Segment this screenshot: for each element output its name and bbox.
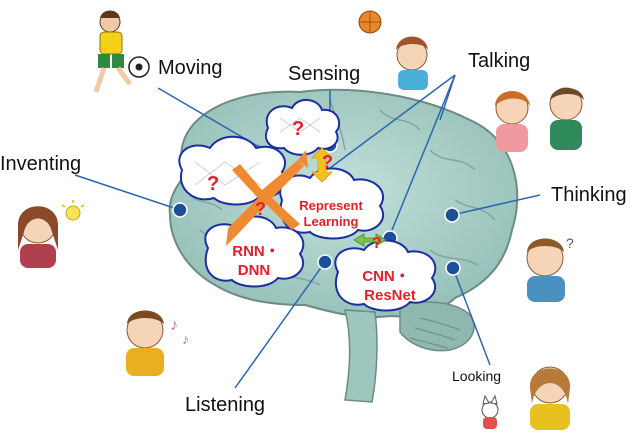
question-mark-sensing: ? <box>322 152 333 172</box>
line-inventing <box>74 174 181 211</box>
inventing-girl-icon <box>18 200 85 268</box>
line-thinking <box>451 194 541 216</box>
line-talking-3 <box>439 74 456 121</box>
cat-icon <box>481 394 499 429</box>
cloud-rnn: RNN・ DNN <box>204 215 305 288</box>
node-dot-listening <box>317 254 333 270</box>
label-looking: Looking <box>452 368 501 384</box>
cloud-cnn-label: CNN・ <box>362 268 410 285</box>
label-inventing: Inventing <box>0 153 81 175</box>
cloud-cnn: CNN・ ResNet <box>334 239 437 312</box>
question-mark-center: ? <box>255 199 266 219</box>
label-sensing: Sensing <box>288 63 360 85</box>
cloud-learning-label: Learning <box>304 214 359 229</box>
node-dot-thinking <box>444 207 460 223</box>
basketball-girl-icon <box>358 10 428 90</box>
brain-cerebellum <box>399 301 475 352</box>
label-moving: Moving <box>158 57 222 79</box>
cloud-left-question: ? <box>207 173 219 195</box>
cross-arrow <box>226 150 308 246</box>
cloud-represent-label: Represent <box>299 198 363 213</box>
line-talking-1 <box>329 74 456 169</box>
line-looking <box>452 267 491 366</box>
arrow-yellow <box>311 147 333 183</box>
question-mark-talking: ? <box>372 235 382 252</box>
label-talking: Talking <box>468 50 530 72</box>
line-listening <box>234 261 326 389</box>
arrow-green <box>353 233 387 247</box>
label-thinking: Thinking <box>551 184 627 206</box>
brain-stem <box>344 309 378 403</box>
line-talking-2 <box>389 74 456 236</box>
cloud-dnn-label: DNN <box>238 262 271 279</box>
cloud-resnet-label: ResNet <box>364 287 416 304</box>
talking-people-icon <box>495 87 584 152</box>
cloud-rnn-label: RNN・ <box>232 243 280 260</box>
listening-boy-icon: ♪ ♪ <box>126 310 189 376</box>
svg-text:♪: ♪ <box>182 331 189 347</box>
looking-girl-icon <box>529 366 571 430</box>
label-listening: Listening <box>185 394 265 416</box>
svg-text:?: ? <box>566 235 574 251</box>
cloud-top: ? <box>265 99 341 156</box>
soccer-player-icon <box>93 10 150 93</box>
node-dot-inventing <box>172 202 188 218</box>
thinking-boy-icon: ? <box>526 235 574 302</box>
svg-text:♪: ♪ <box>170 317 178 334</box>
line-moving <box>157 87 279 159</box>
cloud-top-question: ? <box>292 118 304 140</box>
cloud-represent: Represent Learning <box>279 167 385 240</box>
node-dot-looking <box>445 260 461 276</box>
